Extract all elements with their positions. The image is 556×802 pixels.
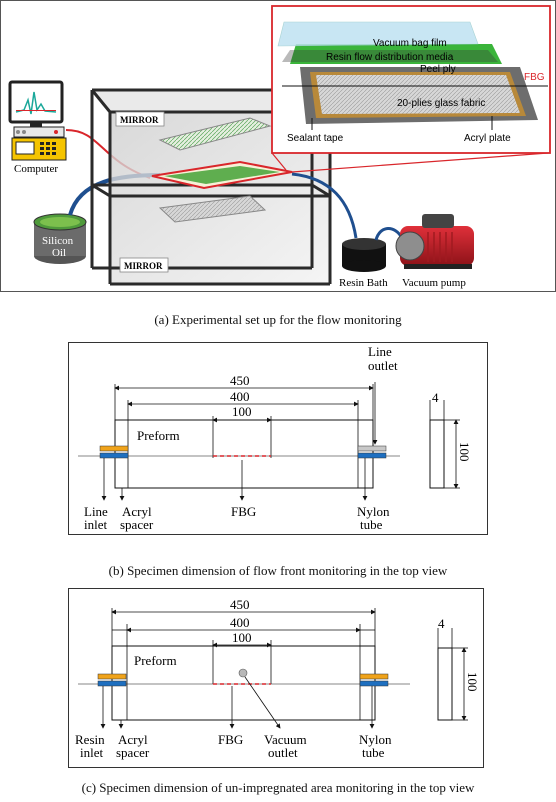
inset-acryl-plate: Acryl plate	[464, 133, 511, 144]
inset-sealant-tape: Sealant tape	[287, 133, 344, 144]
acryl-spacer-label-1: Acryl	[118, 732, 148, 747]
silicon-oil-container	[33, 213, 87, 264]
flow-front-figure-frame	[68, 342, 488, 535]
inset-vacuum-bag-film: Vacuum bag film	[373, 38, 447, 49]
dim-100: 100	[232, 630, 252, 645]
line-inlet-label-1: Line	[84, 504, 108, 519]
vacuum-outlet-port	[238, 668, 248, 678]
acryl-spacer-label-2: spacer	[120, 517, 154, 532]
dim-450: 450	[230, 373, 250, 388]
mirror-reflection-bottom	[158, 195, 267, 223]
dim-450: 450	[230, 597, 250, 612]
inlet-marker-blue	[99, 452, 129, 459]
resin-inlet-label-2: inlet	[80, 745, 103, 760]
resin-bath-container	[342, 238, 386, 272]
side-width-label: 4	[432, 390, 439, 405]
mirror-label-top: MIRROR	[120, 115, 159, 125]
caption-b: (b) Specimen dimension of flow front mon…	[108, 563, 448, 578]
resin-bath-label: Resin Bath	[339, 277, 388, 289]
resin-inlet-label-1: Resin	[75, 732, 105, 747]
inlet-marker-orange	[97, 673, 127, 680]
vacuum-pump-icon	[395, 214, 474, 269]
silicon-oil-label-2: Oil	[52, 247, 66, 259]
caption-a: (a) Experimental set up for the flow mon…	[154, 312, 402, 327]
fbg-label: FBG	[218, 732, 243, 747]
vacuum-outlet-label-2: outlet	[268, 745, 298, 760]
inset-glass-fabric: 20-plies glass fabric	[397, 98, 485, 109]
outlet-marker-gray	[357, 445, 387, 452]
dim-400: 400	[230, 389, 250, 404]
computer-icon	[8, 80, 67, 161]
flow-front-specimen-drawing: 450 400 100 Preform Line outlet Line inl…	[78, 344, 472, 532]
acryl-spacer-label-1: Acryl	[122, 504, 152, 519]
computer-label: Computer	[14, 163, 58, 175]
unimpregnated-specimen-drawing: 450 400 100 Preform Resin inlet Acryl sp…	[75, 597, 480, 760]
vacuum-outlet-label-1: Vacuum	[264, 732, 307, 747]
caption-c: (c) Specimen dimension of un-impregnated…	[81, 780, 475, 795]
inset-peel-ply: Peel ply	[420, 64, 456, 75]
dim-100: 100	[232, 404, 252, 419]
inset-fbg: FBG	[524, 72, 545, 83]
fbg-label: FBG	[231, 504, 256, 519]
acryl-spacer-label-2: spacer	[116, 745, 150, 760]
nylon-tube-label-2: tube	[362, 745, 385, 760]
dim-400: 400	[230, 615, 250, 630]
side-height-label: 100	[465, 672, 480, 692]
outlet-marker-blue	[359, 680, 389, 687]
line-outlet-label-2: outlet	[368, 358, 398, 373]
nylon-tube-label-2: tube	[360, 517, 383, 532]
nylon-tube-label-1: Nylon	[359, 732, 392, 747]
line-inlet-label-2: inlet	[84, 517, 107, 532]
inlet-marker-blue	[97, 680, 127, 687]
preform-label: Preform	[134, 653, 177, 668]
silicon-oil-label-1: Silicon	[42, 235, 74, 247]
setup-illustration: Computer Silicon Oil MIRROR MIRR	[8, 5, 551, 289]
vacuum-pump-label: Vacuum pump	[402, 277, 466, 289]
inlet-marker-orange	[99, 445, 129, 452]
side-width-label: 4	[438, 616, 445, 631]
mirror-reflection-top	[158, 117, 272, 151]
nylon-tube-label-1: Nylon	[357, 504, 390, 519]
unimpregnated-figure-frame	[68, 588, 484, 768]
preform-label: Preform	[137, 428, 180, 443]
line-outlet-label-1: Line	[368, 344, 392, 359]
outlet-marker-blue	[357, 452, 387, 459]
side-height-label: 100	[457, 442, 472, 462]
mirror-label-bottom: MIRROR	[124, 261, 163, 271]
outlet-marker-orange	[359, 673, 389, 680]
inset-resin-flow-media: Resin flow distribution media	[326, 52, 454, 63]
